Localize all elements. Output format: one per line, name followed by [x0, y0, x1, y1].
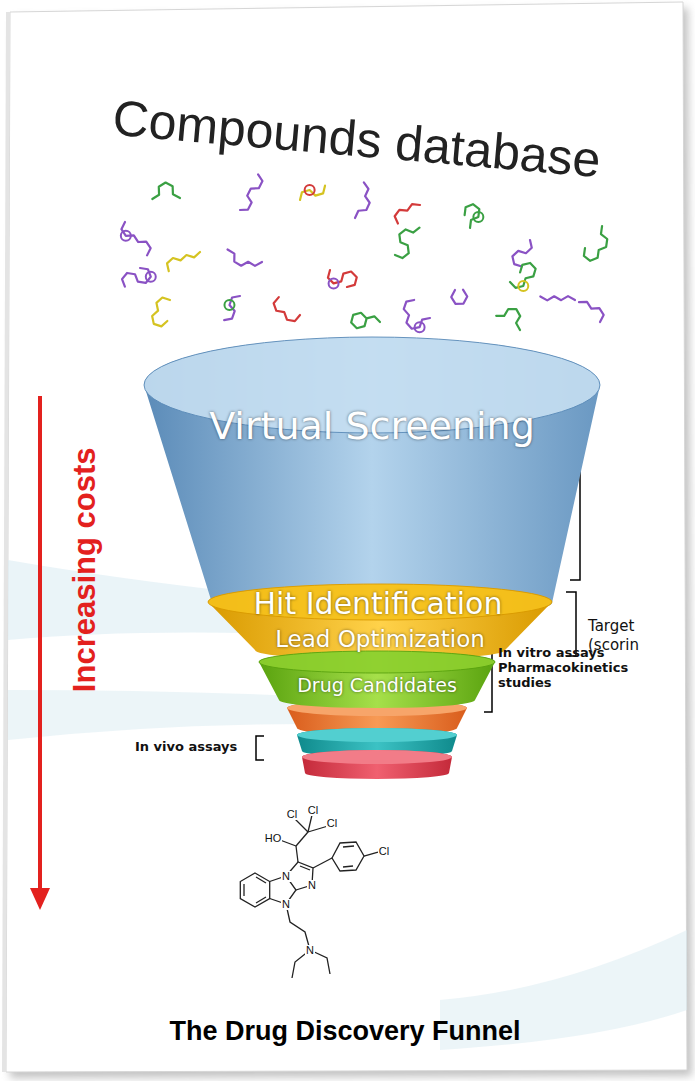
atom-label: N [281, 871, 291, 882]
cost-arrow [38, 396, 42, 892]
molecule-sketch [300, 186, 325, 200]
molecule-ring [329, 278, 339, 288]
molecule-sketch [579, 302, 604, 322]
funnel-band: Drug Candidates [245, 648, 515, 714]
molecule-sketch [451, 290, 467, 304]
diagram-caption: The Drug Discovery Funnel [169, 1016, 520, 1047]
double-bond [300, 866, 310, 870]
band-rim [297, 728, 457, 742]
funnel-band: Virtual Screening [140, 335, 610, 625]
molecule-sketch [355, 182, 370, 218]
band-label: Lead Optimization [275, 626, 485, 652]
band-label: Hit Identification [254, 587, 503, 622]
benzene-ring [240, 873, 269, 907]
card [6, 2, 687, 1072]
double-bond [256, 877, 266, 883]
molecule-sketches [121, 174, 607, 332]
molecule-ring [518, 281, 528, 291]
structure-formula [240, 815, 378, 978]
atom-label: N [307, 880, 317, 891]
double-bond [243, 884, 244, 896]
bond [364, 852, 378, 856]
double-bond [256, 897, 266, 903]
molecule-sketch [167, 252, 200, 271]
bond [296, 846, 298, 862]
bond [308, 815, 312, 832]
molecule-ring [121, 231, 131, 241]
bond [296, 832, 308, 846]
molecule-sketch [496, 309, 520, 330]
arrow-head [30, 888, 50, 910]
atom-label: HO [264, 833, 283, 844]
atom-label: Cl [286, 809, 298, 820]
bracket-label: Target [588, 618, 634, 635]
molecule-sketch [404, 300, 430, 329]
atom-label: Cl [378, 846, 390, 857]
atom-label: N [305, 945, 315, 956]
molecule-sketch [224, 296, 240, 320]
bracket-label: In vitro assays Pharmacokinetics studies [498, 646, 626, 691]
band-label: Virtual Screening [209, 405, 535, 449]
molecule-ring [305, 185, 315, 195]
band-rim [302, 750, 452, 764]
molecule-sketch [274, 297, 300, 321]
alkyl-chain [286, 904, 310, 950]
band-body [144, 337, 600, 617]
band-rim [259, 651, 495, 673]
molecule-sketch [510, 263, 536, 288]
molecule-ring [224, 300, 234, 310]
molecule-sketch [351, 313, 380, 328]
bracket-label: In vivo assays [135, 740, 237, 755]
card-edge [2, 12, 10, 1072]
molecule-sketch [540, 296, 575, 300]
atom-label: Cl [326, 818, 338, 829]
bond [313, 858, 332, 868]
molecule-sketch [152, 183, 180, 199]
atom-label: Cl [307, 805, 319, 816]
molecule-sketch [584, 226, 607, 261]
molecule-sketch [121, 222, 150, 255]
band-shape [140, 335, 610, 625]
molecule-sketch [240, 174, 262, 210]
molecule-sketch [395, 228, 419, 258]
molecule-ring [473, 212, 483, 222]
molecule-sketch [152, 298, 170, 327]
double-bond [343, 846, 354, 847]
molecule-sketch [395, 204, 420, 223]
bond [280, 840, 296, 846]
molecule-ring [146, 272, 156, 282]
bond [294, 818, 308, 832]
bracket [256, 736, 264, 760]
molecule-sketch [228, 249, 262, 265]
double-bond [343, 866, 353, 867]
band-label: Drug Candidates [297, 675, 457, 697]
funnel-band [302, 750, 452, 779]
molecule-ring [415, 322, 425, 332]
atom-label: N [281, 899, 291, 910]
molecule-sketch [465, 204, 480, 228]
phenyl-ring [332, 842, 364, 871]
axis-label: Increasing costs [66, 448, 102, 693]
band-body [259, 651, 495, 708]
